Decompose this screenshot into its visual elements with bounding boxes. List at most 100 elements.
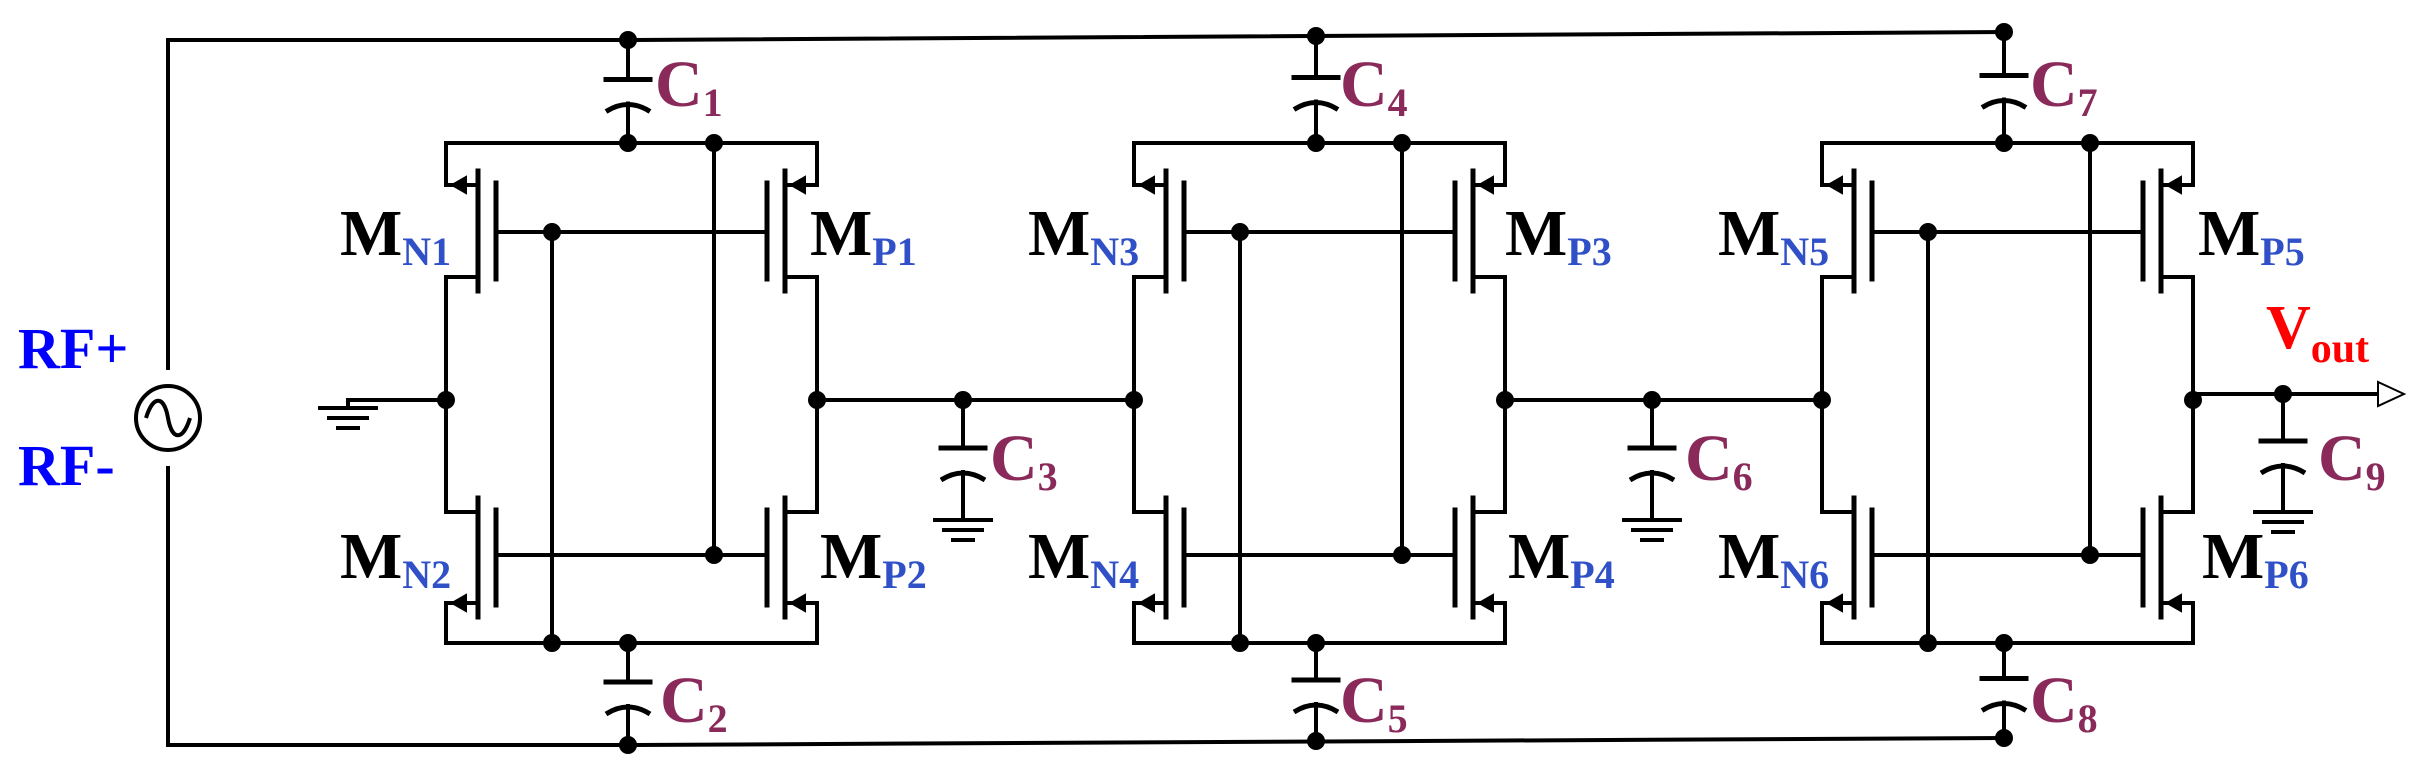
transistor-label-main: M <box>1028 197 1090 270</box>
mosfet-p-lower-arrow <box>788 593 806 613</box>
capacitor-label-sub: 4 <box>1388 80 1408 125</box>
junction-dot <box>2184 391 2202 409</box>
junction-dot <box>1995 23 2013 41</box>
capacitor-label-main: C <box>2318 422 2366 495</box>
mosfet-p-upper-arrow <box>1476 175 1494 195</box>
transistor-label-mp6: MP6 <box>2202 520 2309 597</box>
ac-source-symbol <box>134 384 202 452</box>
transistor-label-mn1: MN1 <box>340 197 451 274</box>
mosfet-p-upper-arrow <box>788 175 806 195</box>
vout-label: Vout <box>2266 294 2369 372</box>
junction-dot <box>1919 634 1937 652</box>
capacitor-c9-plate-curved <box>2259 463 2307 476</box>
junction-dot <box>1995 134 2013 152</box>
mosfet-p-upper-arrow <box>2164 175 2182 195</box>
transistor-label-sub: N4 <box>1090 552 1139 597</box>
mosfet-p-lower-arrow <box>1476 593 1494 613</box>
transistor-label-mn3: MN3 <box>1028 197 1139 274</box>
junction-dot <box>619 634 637 652</box>
transistor-label-main: M <box>1718 197 1780 270</box>
mosfet-n-upper-arrow <box>449 175 467 195</box>
transistor-label-main: M <box>1718 520 1780 593</box>
transistor-label-main: M <box>1028 520 1090 593</box>
circuit-wires <box>134 29 2407 748</box>
mosfet-n-lower-arrow <box>449 593 467 613</box>
capacitor-label-c2: C2 <box>660 664 728 741</box>
capacitor-label-sub: 1 <box>703 80 723 125</box>
junction-dot <box>705 546 723 564</box>
transistor-label-sub: P4 <box>1570 552 1614 597</box>
mosfet-n-lower-arrow <box>1825 593 1843 613</box>
rf-positive-label: RF+ <box>18 316 128 381</box>
capacitor-label-sub: 3 <box>1038 454 1058 499</box>
mosfet-n-upper-arrow <box>1137 175 1155 195</box>
capacitor-label-sub: 2 <box>708 696 728 741</box>
capacitor-label-main: C <box>1340 664 1388 737</box>
capacitor-label-sub: 7 <box>2078 80 2098 125</box>
capacitor-label-c4: C4 <box>1340 48 1408 125</box>
capacitor-c5-plate-curved <box>1292 702 1340 715</box>
junction-dot <box>1307 634 1325 652</box>
capacitor-label-c5: C5 <box>1340 664 1408 741</box>
capacitor-label-main: C <box>1340 48 1388 121</box>
capacitor-label-main: C <box>660 664 708 737</box>
capacitor-label-c3: C3 <box>990 422 1058 499</box>
capacitor-label-sub: 5 <box>1388 696 1408 741</box>
transistor-label-main: M <box>2202 520 2264 593</box>
rf-negative-label: RF- <box>18 433 115 498</box>
capacitor-label-main: C <box>655 48 703 121</box>
junction-dots <box>437 23 2292 754</box>
capacitor-c3-plate-curved <box>939 470 987 483</box>
junction-dot <box>2081 134 2099 152</box>
transistor-label-mp3: MP3 <box>1505 197 1612 274</box>
junction-dot <box>1231 634 1249 652</box>
vout-label-sub: out <box>2311 326 2369 372</box>
junction-dot <box>1307 134 1325 152</box>
transistor-label-sub: P3 <box>1567 229 1611 274</box>
transistor-label-sub: N2 <box>402 552 451 597</box>
transistor-label-main: M <box>340 520 402 593</box>
transistor-label-mn2: MN2 <box>340 520 451 597</box>
capacitor-label-sub: 8 <box>2078 696 2098 741</box>
capacitor-label-main: C <box>990 422 1038 495</box>
capacitor-label-c1: C1 <box>655 48 723 125</box>
junction-dot <box>954 391 972 409</box>
junction-dot <box>619 134 637 152</box>
capacitor-c7-plate-curved <box>1980 98 2028 110</box>
transistor-label-main: M <box>1505 197 1567 270</box>
ac-source-sine-icon <box>144 398 192 438</box>
junction-dot <box>543 634 561 652</box>
transistor-label-mn5: MN5 <box>1718 197 1829 274</box>
mosfet-n-upper-arrow <box>1825 175 1843 195</box>
mosfet-n-lower-arrow <box>1137 593 1155 613</box>
transistor-label-sub: P5 <box>2260 229 2304 274</box>
capacitor-label-sub: 9 <box>2366 454 2386 499</box>
mosfet-p-lower-arrow <box>2164 593 2182 613</box>
transistor-label-mp5: MP5 <box>2198 197 2305 274</box>
junction-dot <box>1813 391 1831 409</box>
capacitor-label-sub: 6 <box>1733 454 1753 499</box>
capacitor-label-c8: C8 <box>2030 664 2098 741</box>
junction-dot <box>1231 223 1249 241</box>
capacitor-c1-plate-curved <box>604 102 652 114</box>
junction-dot <box>1496 391 1514 409</box>
capacitor-label-c9: C9 <box>2318 422 2386 499</box>
junction-dot <box>619 736 637 754</box>
transistor-label-main: M <box>2198 197 2260 270</box>
junction-dot <box>1995 729 2013 747</box>
junction-dot <box>1307 27 1325 45</box>
capacitor-label-c7: C7 <box>2030 48 2098 125</box>
junction-dot <box>619 31 637 49</box>
transistor-label-mp2: MP2 <box>820 520 927 597</box>
capacitor-c4-plate-curved <box>1292 100 1340 112</box>
transistor-label-sub: N3 <box>1090 229 1139 274</box>
transistor-label-sub: P2 <box>882 552 926 597</box>
transistor-label-mn4: MN4 <box>1028 520 1139 597</box>
transistor-label-main: M <box>810 197 872 270</box>
junction-dot <box>1307 732 1325 750</box>
junction-dot <box>437 391 455 409</box>
junction-dot <box>543 223 561 241</box>
transistor-label-mp1: MP1 <box>810 197 917 274</box>
transistor-label-main: M <box>1508 520 1570 593</box>
capacitor-c6-plate-curved <box>1628 470 1676 483</box>
